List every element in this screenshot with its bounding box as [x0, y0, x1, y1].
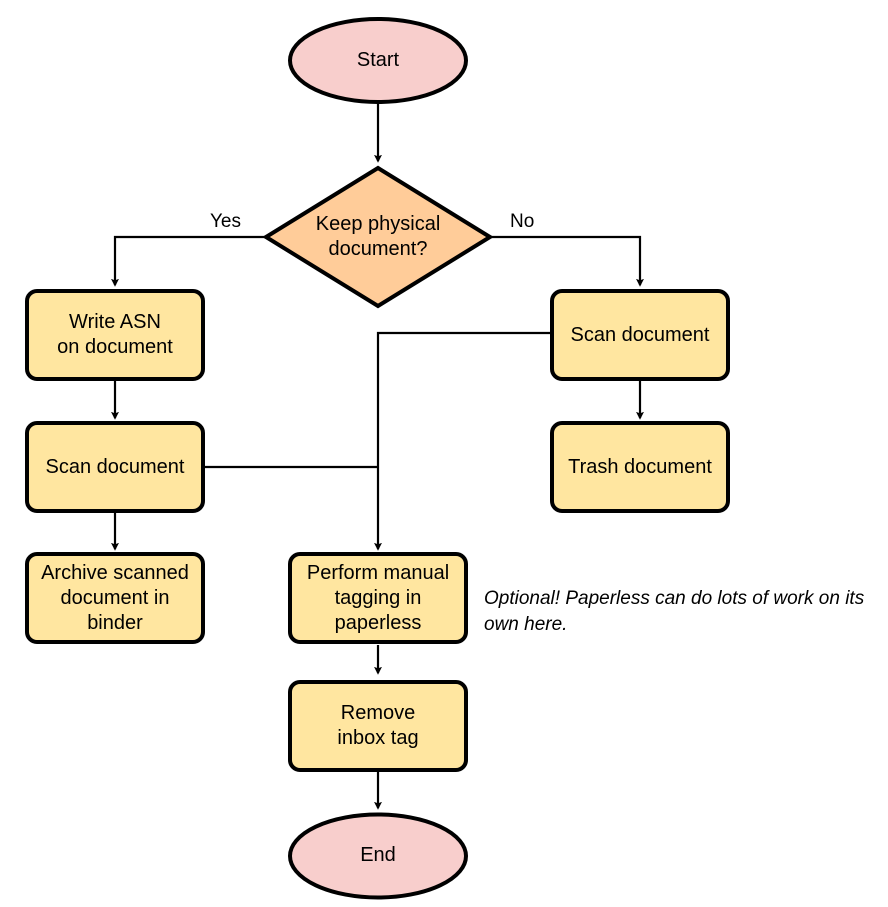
node-archive-binder[interactable]: [25, 552, 205, 644]
optional-note: Optional! Paperless can do lots of work …: [484, 588, 865, 635]
node-end[interactable]: [288, 812, 468, 900]
connector-decision-no-to-scan-right: [490, 235, 644, 287]
node-start[interactable]: [288, 17, 468, 104]
node-write-asn[interactable]: [25, 289, 205, 381]
connector-decision-yes-to-write-asn: [111, 235, 266, 287]
node-trash-document[interactable]: [550, 421, 730, 513]
node-scan-document-right[interactable]: [550, 289, 730, 381]
edge-label-yes: Yes: [210, 211, 241, 232]
node-remove-inbox-tag[interactable]: [288, 680, 468, 772]
node-keep-physical-document[interactable]: [262, 165, 494, 309]
edge-label-no: No: [510, 211, 535, 232]
node-scan-document-left[interactable]: [25, 421, 205, 513]
connector-scan-right-to-manual-tagging: [374, 331, 552, 551]
node-manual-tagging[interactable]: [288, 552, 468, 644]
